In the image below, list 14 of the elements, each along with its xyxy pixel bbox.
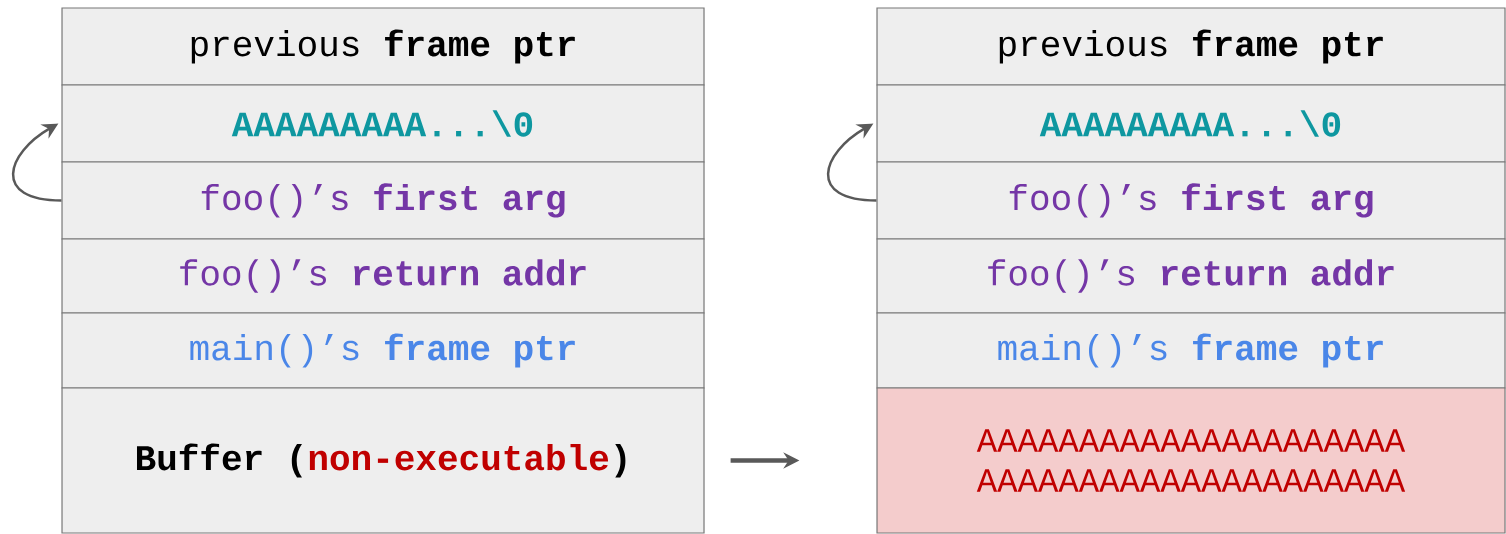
stack-cell: main()’s frame ptr [61,312,705,389]
stack-cell: foo()’s return addr [61,238,705,314]
stack-cell: foo()’s first arg [876,161,1506,240]
stack-cell: AAAAAAAAA...\0 [876,84,1506,163]
stack-cell: previous frame ptr [61,7,705,86]
curved-arrow [827,123,877,202]
buffer-cell: AAAAAAAAAAAAAAAAAAAAA AAAAAAAAAAAAAAAAAAAAA [876,387,1506,534]
curved-arrow [12,123,62,202]
stack-cell: foo()’s first arg [61,161,705,240]
stack-cell: main()’s frame ptr [876,312,1506,389]
stack-cell: foo()’s return addr [876,238,1506,314]
stack-cell: AAAAAAAAA...\0 [61,84,705,163]
stack-cell: previous frame ptr [876,7,1506,86]
buffer-cell: Buffer ( non-executable ) [61,387,705,534]
